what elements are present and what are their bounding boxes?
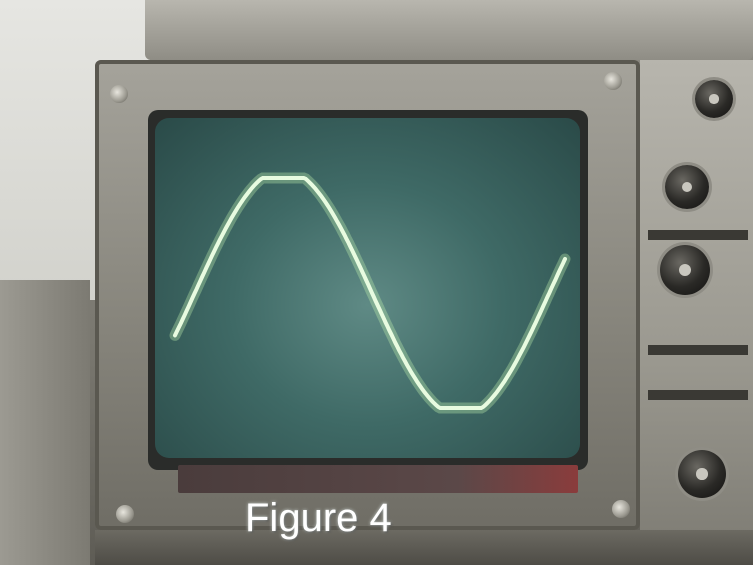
control-panel — [640, 60, 753, 565]
screw-top-left — [110, 85, 128, 103]
trace-line — [173, 176, 567, 410]
top-cover — [145, 0, 753, 60]
knob-top — [695, 80, 733, 118]
panel-strip-2 — [648, 345, 748, 355]
left-bench — [0, 280, 90, 565]
screw-bottom-right — [612, 500, 630, 518]
screen-label-strip — [178, 465, 578, 493]
panel-strip-1 — [648, 230, 748, 240]
bottom-control-strip — [95, 530, 753, 565]
knob-upper — [665, 165, 709, 209]
screw-top-right — [604, 72, 622, 90]
figure-caption: Figure 4 — [245, 496, 392, 540]
crt-screen — [155, 118, 580, 458]
screw-bottom-left — [116, 505, 134, 523]
knob-bottom — [678, 450, 726, 498]
panel-strip-3 — [648, 390, 748, 400]
knob-middle — [660, 245, 710, 295]
sine-trace — [169, 172, 571, 414]
